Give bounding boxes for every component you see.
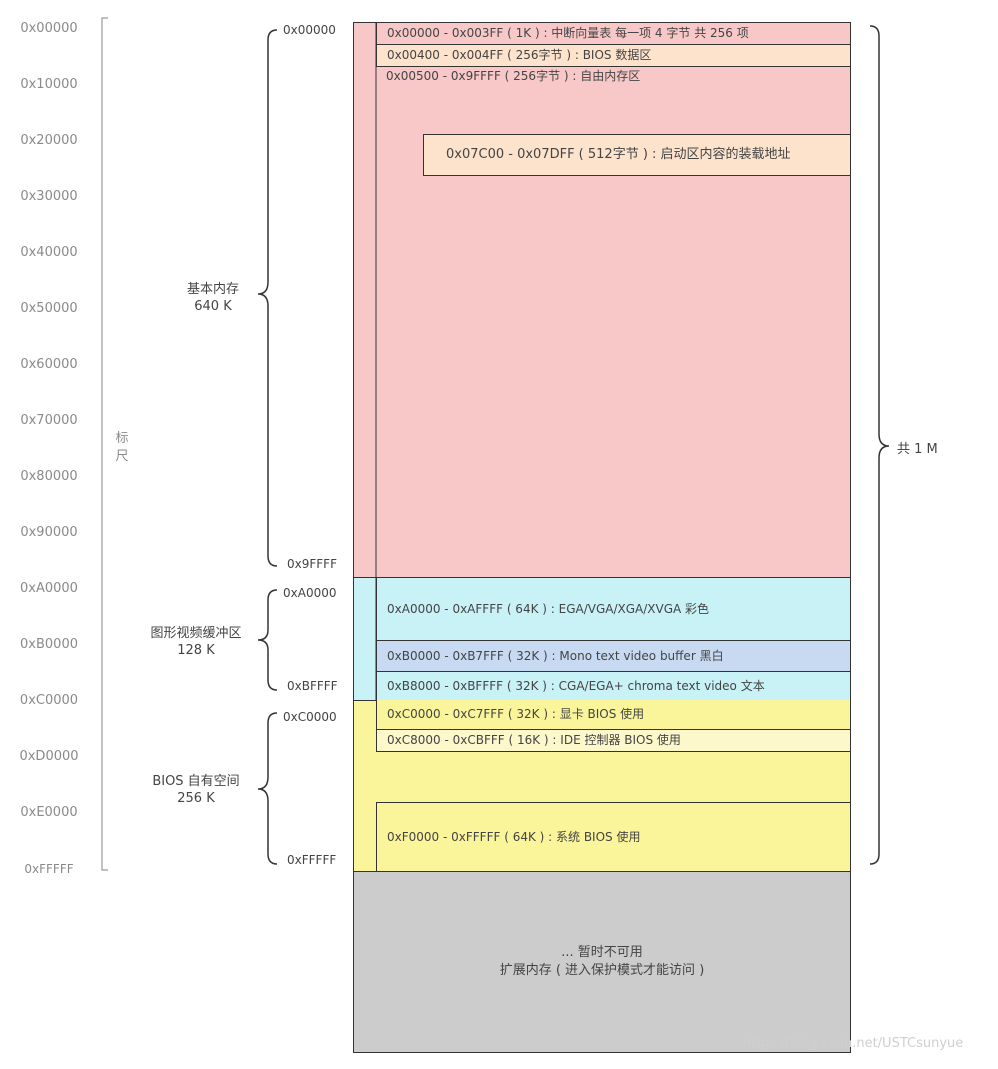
ruler-tick: 0xFFFFF [24,862,74,876]
ruler-tick: 0xE0000 [20,805,78,820]
ruler-tick: 0x50000 [20,301,78,316]
ruler-bracket [101,17,108,871]
bios-end-address: 0xFFFFF [287,853,337,867]
ivt-block: 0x00000 - 0x003FF ( 1K ) : 中断向量表 每一项 4 字… [376,22,851,45]
base-memory-size: 640 K [194,299,232,314]
ruler-tick: 0x00000 [20,21,78,36]
ruler-tick: 0xA0000 [20,581,78,596]
extended-memory-text: ... 暂时不可用 扩展内存 ( 进入保护模式才能访问 ) [354,944,850,980]
mono-text-block: 0xB0000 - 0xB7FFF ( 32K ) : Mono text vi… [376,640,851,672]
base-memory-name: 基本内存 [186,282,239,297]
ruler-title: 标尺 [115,431,129,464]
vga-bios-block: 0xC0000 - 0xC7FFF ( 32K ) : 显卡 BIOS 使用 [376,700,851,730]
watermark: https://blog.csdn.net/USTCsunyue [743,1036,964,1051]
ruler-tick: 0xD0000 [19,749,79,764]
ruler-tick: 0x80000 [20,469,78,484]
ruler-tick: 0x70000 [20,413,78,428]
extended-line2: 扩展内存 ( 进入保护模式才能访问 ) [499,963,705,978]
bios-start-address: 0xC0000 [283,710,337,724]
boot-sector-block: 0x07C00 - 0x07DFF ( 512字节 ) : 启动区内容的装载地址 [423,134,851,176]
ruler-tick: 0x60000 [20,357,78,372]
bios-space-name: BIOS 自有空间 [152,774,240,789]
bios-data-block: 0x00400 - 0x004FF ( 256字节 ) : BIOS 数据区 [376,44,851,67]
extended-line1: ... 暂时不可用 [561,945,643,960]
base-memory-label: 基本内存 640 K [170,281,256,315]
total-brace [869,25,890,865]
extended-memory-block [353,871,851,1053]
base-start-address: 0x00000 [283,23,336,37]
video-end-address: 0xBFFFF [287,679,338,693]
base-end-address: 0x9FFFF [287,557,337,571]
ruler-tick: 0x90000 [20,525,78,540]
video-buffer-label: 图形视频缓冲区 128 K [140,625,252,659]
bios-space-size: 256 K [177,791,215,806]
ruler-tick: 0x30000 [20,189,78,204]
ruler-tick: 0x10000 [20,77,78,92]
video-buffer-name: 图形视频缓冲区 [150,626,242,641]
ruler-tick: 0x40000 [20,245,78,260]
video-start-address: 0xA0000 [283,586,337,600]
bios-brace [257,712,278,865]
ruler-tick: 0x20000 [20,133,78,148]
bios-space-label: BIOS 自有空间 256 K [140,773,252,807]
total-size-label: 共 1 M [897,442,938,457]
system-bios-block: 0xF0000 - 0xFFFFF ( 64K ) : 系统 BIOS 使用 [376,802,851,872]
ruler-tick: 0xC0000 [19,693,79,708]
cga-text-block: 0xB8000 - 0xBFFFF ( 32K ) : CGA/EGA+ chr… [376,671,851,701]
ega-vga-block: 0xA0000 - 0xAFFFF ( 64K ) : EGA/VGA/XGA/… [376,577,851,641]
base-memory-block [353,22,851,578]
video-buffer-size: 128 K [177,643,215,658]
ide-bios-block: 0xC8000 - 0xCBFFF ( 16K ) : IDE 控制器 BIOS… [376,729,851,752]
free-memory-label: 0x00500 - 0x9FFFF ( 256字节 ) : 自由内存区 [376,66,851,86]
ruler-tick: 0xB0000 [20,637,78,652]
video-buffer-brace [257,589,278,691]
base-memory-brace [257,29,278,567]
